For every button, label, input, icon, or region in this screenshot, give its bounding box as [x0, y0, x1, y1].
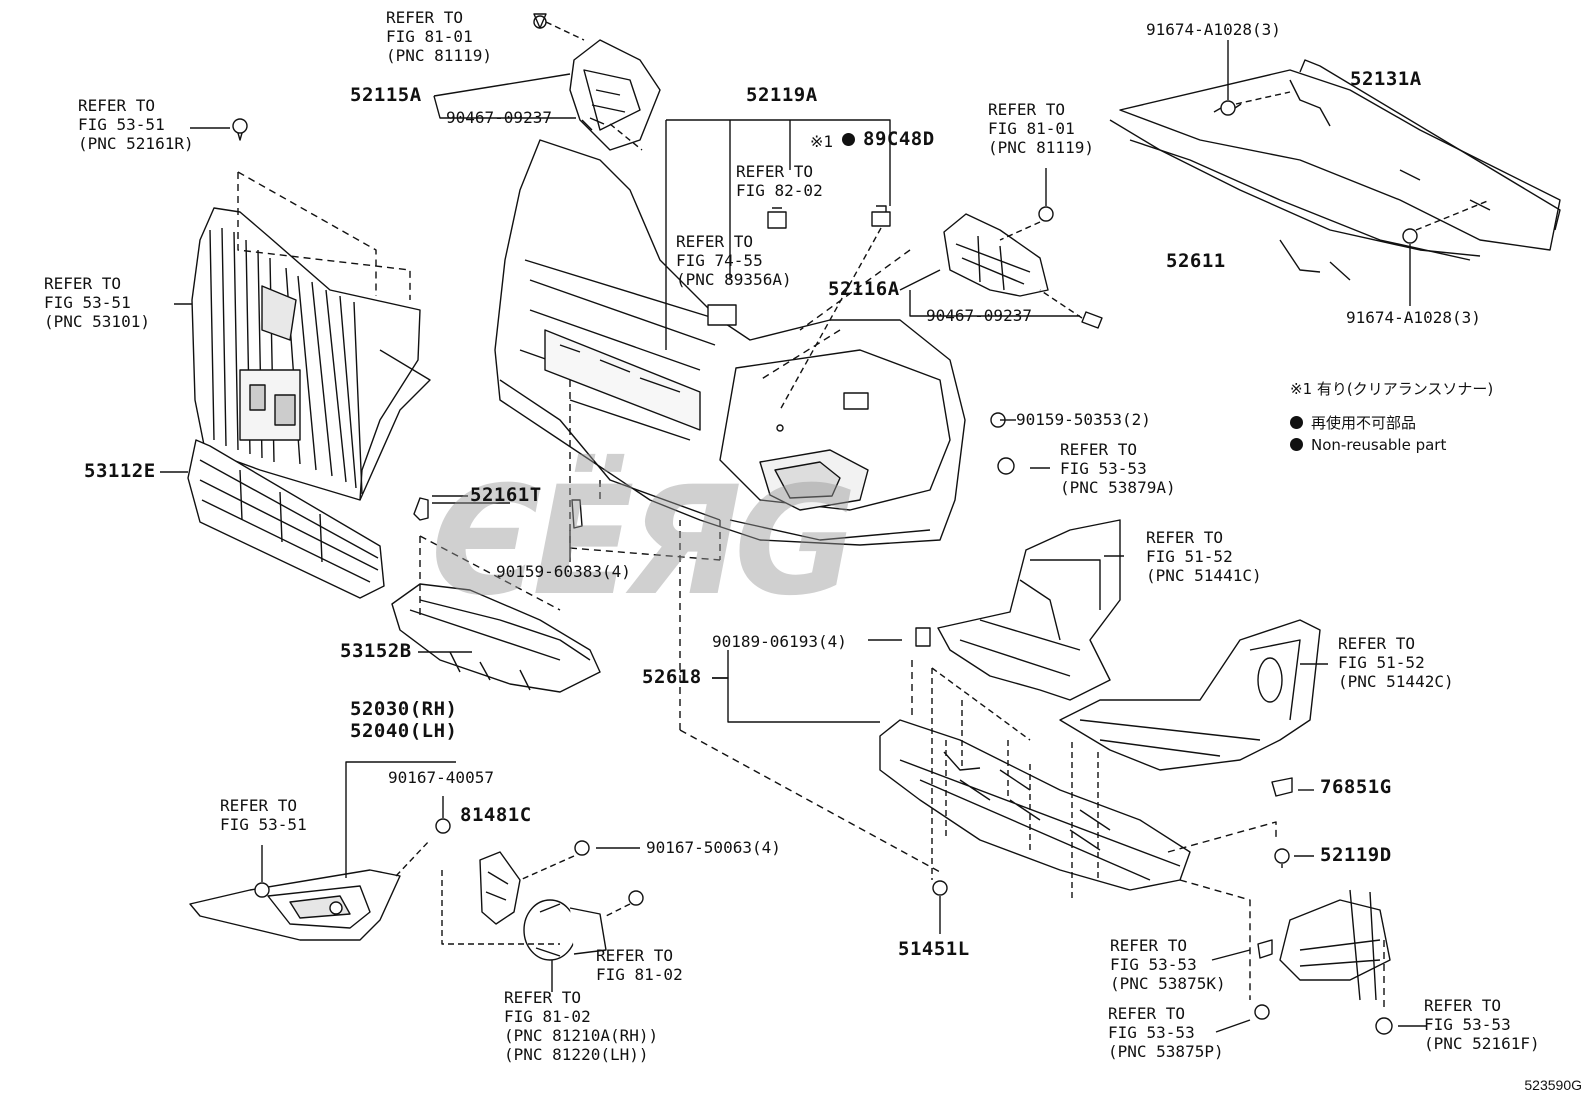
fog-lamp	[523, 899, 607, 961]
refer-fig-51-52-a-label: REFER TO FIG 51-52 (PNC 51441C)	[1146, 528, 1262, 585]
refer-fig-81-02-a-label: REFER TO FIG 81-02	[596, 946, 683, 984]
bumper-cover	[494, 139, 966, 546]
part-90167-50063-label: 90167-50063(4)	[646, 838, 781, 857]
part-53152b-label: 53152B	[340, 640, 412, 662]
part-90467-b-label: 90467-09237	[926, 306, 1032, 325]
bracket-52116a	[943, 206, 1103, 329]
corner-bracket	[1279, 889, 1391, 1001]
upper-cover	[391, 583, 601, 693]
refer-fig-82-02-label: REFER TO FIG 82-02	[736, 162, 823, 200]
front-grille	[191, 207, 431, 501]
part-91674-a-label: 91674-A1028(3)	[1146, 20, 1281, 39]
part-52115a-label: 52115A	[350, 84, 422, 106]
refer-fig-53-53-b-label: REFER TO FIG 53-53 (PNC 53875K)	[1110, 936, 1226, 993]
fog-lamp-cover	[189, 869, 401, 941]
splash-shield-lh	[937, 519, 1121, 701]
lower-grille	[187, 439, 385, 599]
note-mark: ※1	[810, 132, 834, 151]
part-51451l-label: 51451L	[898, 938, 970, 960]
part-76851g-label: 76851G	[1320, 776, 1392, 798]
non-reusable-bullet-icon	[842, 133, 855, 146]
part-52030-label: 52030(RH)	[350, 698, 458, 720]
legend-en: Non-reusable part	[1290, 436, 1446, 454]
part-52618-label: 52618	[642, 666, 702, 688]
legend-jp: 再使用不可部品	[1290, 412, 1416, 433]
refer-fig-81-01-label: REFER TO FIG 81-01 (PNC 81119)	[386, 8, 492, 65]
refer-fig-51-52-b-label: REFER TO FIG 51-52 (PNC 51442C)	[1338, 634, 1454, 691]
part-52131a-label: 52131A	[1350, 68, 1422, 90]
bracket-52115a	[533, 13, 661, 151]
part-52119d-label: 52119D	[1320, 844, 1392, 866]
part-52116a-label: 52116A	[828, 278, 900, 300]
refer-fig-81-01-mid-label: REFER TO FIG 81-01 (PNC 81119)	[988, 100, 1094, 157]
refer-fig-53-53-d-label: REFER TO FIG 53-53 (PNC 52161F)	[1424, 996, 1540, 1053]
refer-fig-74-55-label: REFER TO FIG 74-55 (PNC 89356A)	[676, 232, 792, 289]
part-52161t-label: 52161T	[470, 484, 542, 506]
part-90467-label: 90467-09237	[446, 108, 552, 127]
part-91674-b-label: 91674-A1028(3)	[1346, 308, 1481, 327]
refer-fig-53-51-grille-label: REFER TO FIG 53-51 (PNC 53101)	[44, 274, 150, 331]
note-clearance-sonar: ※1 有り(クリアランスソナー)	[1290, 380, 1494, 398]
part-90189-label: 90189-06193(4)	[712, 632, 847, 651]
fog-lamp-bracket	[479, 851, 521, 925]
part-81481c-label: 81481C	[460, 804, 532, 826]
bumper-reinforcement	[1109, 59, 1561, 281]
part-52611-label: 52611	[1166, 250, 1226, 272]
part-53112e-label: 53112E	[84, 460, 156, 482]
part-90167-40057-label: 90167-40057	[388, 768, 494, 787]
part-52119a-label: 52119A	[746, 84, 818, 106]
refer-fig-53-53-a-label: REFER TO FIG 53-53 (PNC 53879A)	[1060, 440, 1176, 497]
diagram-code: 523590G	[1524, 1077, 1582, 1093]
refer-fig-53-51-label: REFER TO FIG 53-51 (PNC 52161R)	[78, 96, 194, 153]
refer-fig-53-51-c-label: REFER TO FIG 53-51	[220, 796, 307, 834]
legend-bullet-icon	[1290, 438, 1303, 451]
refer-fig-53-53-c-label: REFER TO FIG 53-53 (PNC 53875P)	[1108, 1004, 1224, 1061]
watermark: ЄЁЯG	[430, 455, 857, 629]
part-89c48d-label: 89C48D	[842, 130, 935, 149]
legend-bullet-icon	[1290, 416, 1303, 429]
part-52040-label: 52040(LH)	[350, 720, 458, 742]
part-90159-60383-label: 90159-60383(4)	[496, 562, 631, 581]
part-90159-50353-label: 90159-50353(2)	[1016, 410, 1151, 429]
splash-shield-rh	[1059, 619, 1321, 771]
refer-fig-81-02-b-label: REFER TO FIG 81-02 (PNC 81210A(RH)) (PNC…	[504, 988, 659, 1064]
